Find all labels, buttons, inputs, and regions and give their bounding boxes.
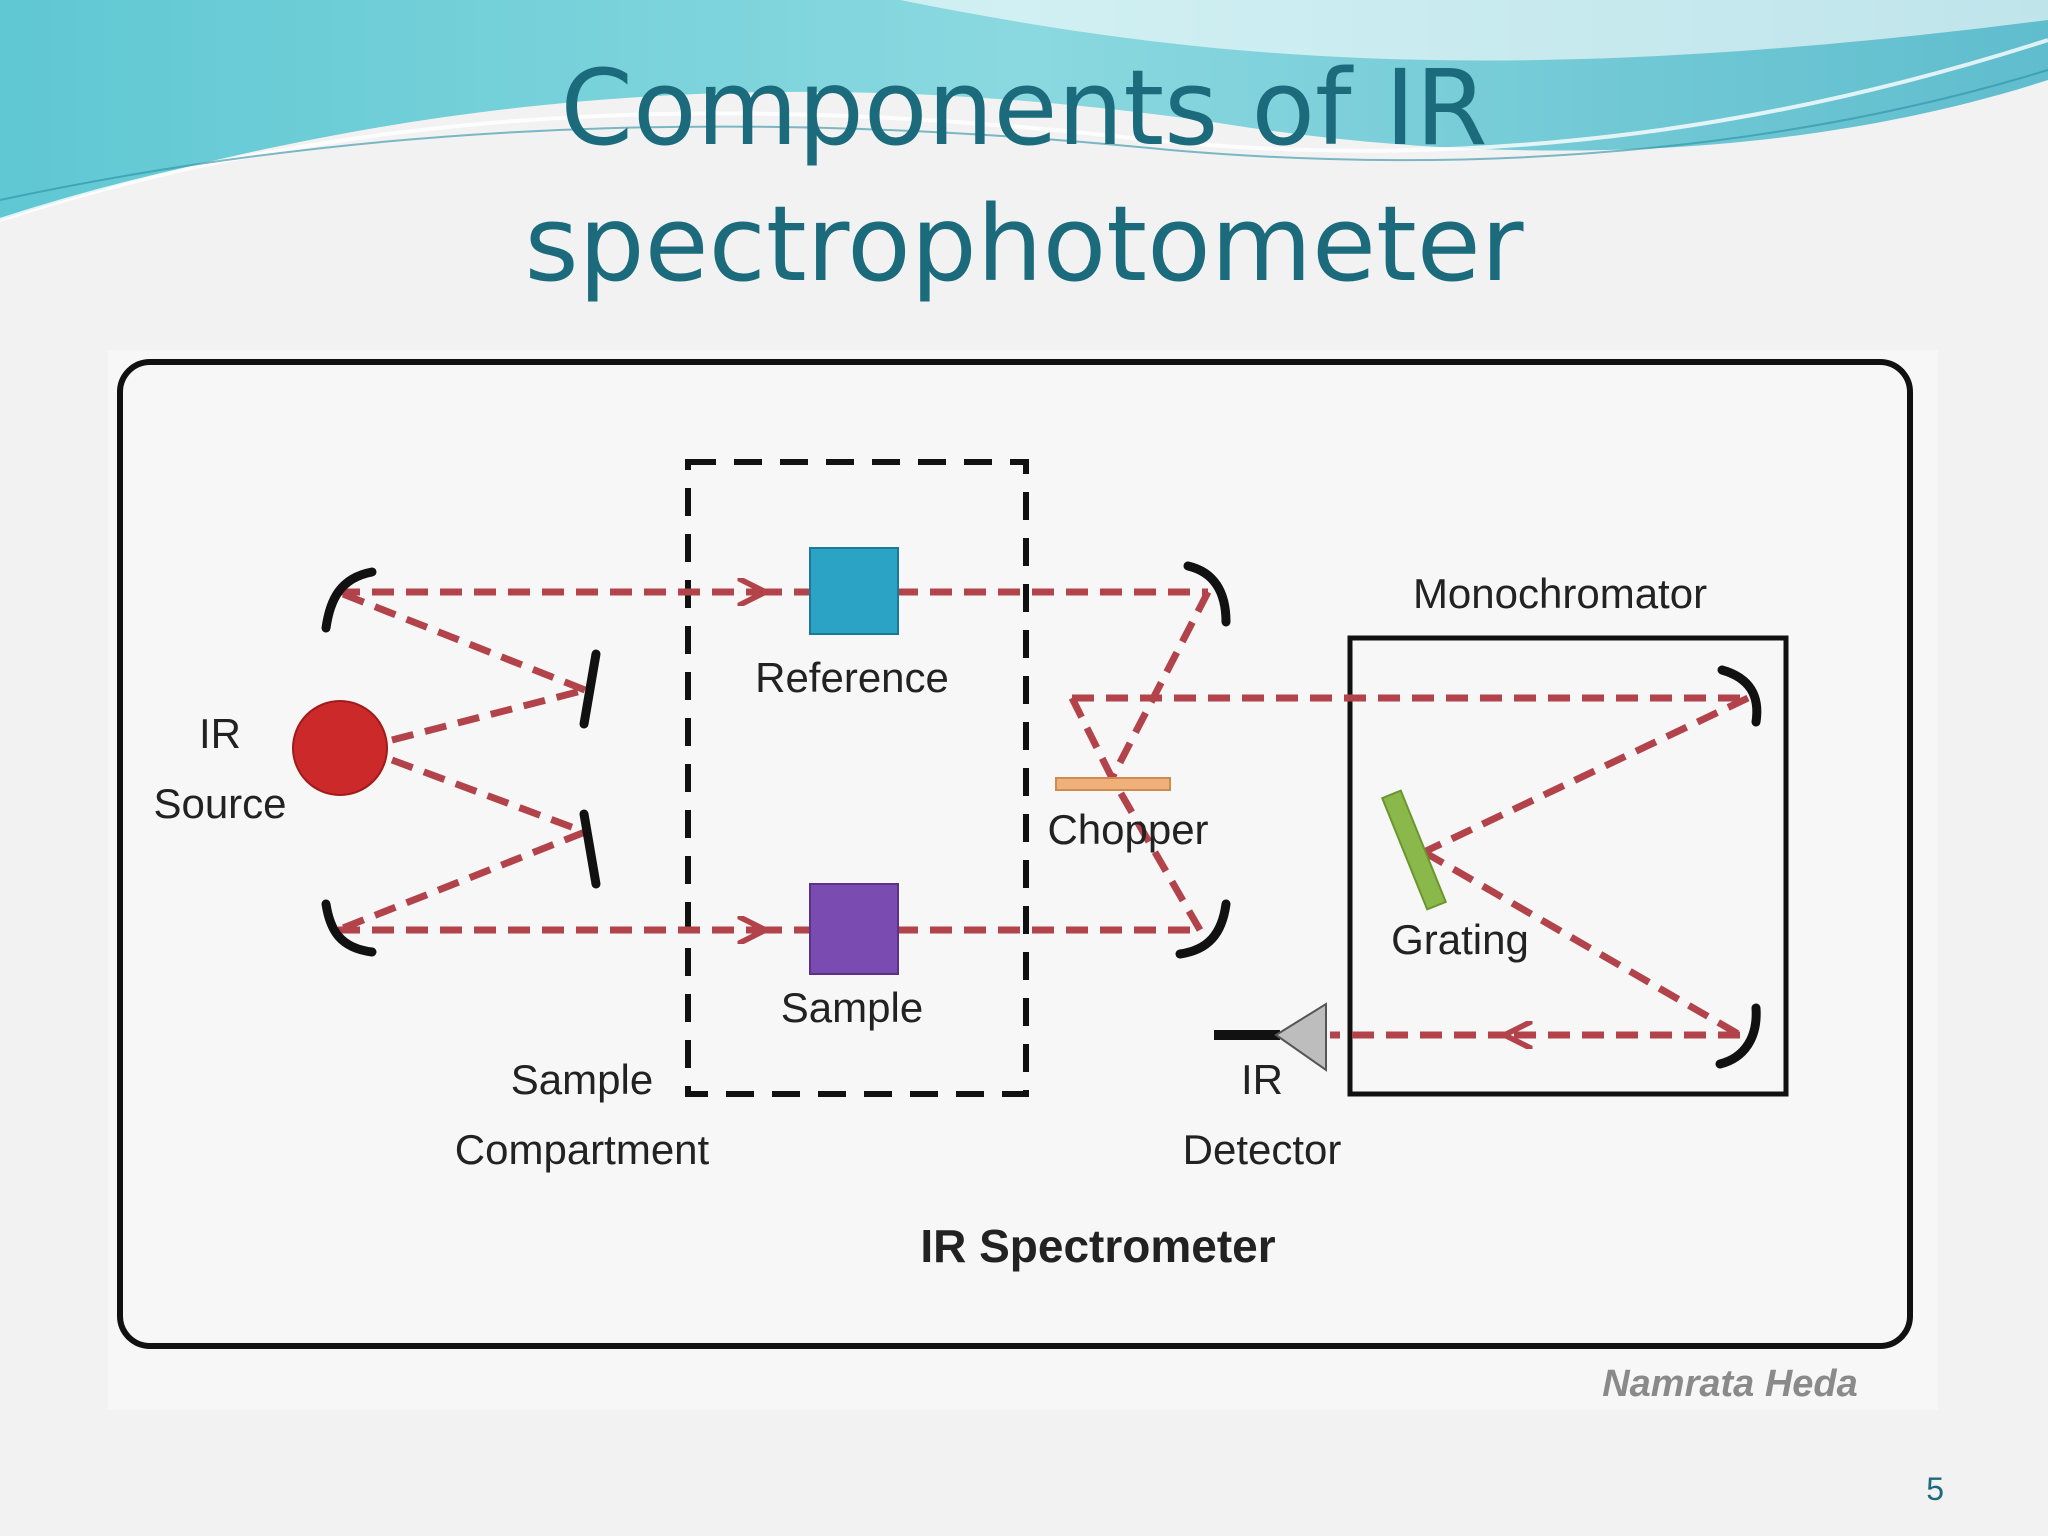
beam-lower-mirror-to-chopper	[1108, 776, 1204, 932]
monochromator-upper-mirror	[1717, 665, 1762, 727]
monochromator-box	[1347, 635, 1789, 1097]
slide-title: Components of IR spectrophotometer	[0, 40, 2048, 312]
beam-lower-flat-to-lower-curved-mirror	[336, 828, 587, 934]
ir-detector	[1214, 1002, 1327, 1072]
beam-upper-mirror-to-chopper	[1108, 590, 1212, 780]
label-monochromator: Monochromator	[1413, 570, 1707, 617]
beam-grating-to-exit-mirror	[1422, 848, 1742, 1039]
upper-flat-mirror	[579, 649, 601, 729]
sample-compartment-box	[685, 459, 1029, 1097]
upper-curved-mirror-right	[1183, 561, 1231, 627]
beam-chopper-to-entry	[1068, 696, 1116, 780]
beam-mono-mirror-to-grating	[1422, 694, 1750, 856]
lower-curved-mirror-right	[1175, 899, 1231, 959]
spectrometer-outline	[117, 359, 1913, 1349]
label-ir-source-line2: Source	[153, 780, 286, 827]
chopper	[1055, 777, 1171, 791]
label-chopper: Chopper	[1047, 806, 1208, 853]
reference-cell	[809, 547, 899, 635]
page-number: 5	[1926, 1471, 1944, 1507]
lower-curved-mirror-left	[321, 899, 377, 957]
slide-title-line2: spectrophotometer	[524, 183, 1524, 305]
label-ir-detector-line2: Detector	[1183, 1126, 1342, 1173]
header-wave-background	[0, 0, 2048, 222]
beam-source-to-lower-flat-mirror	[390, 756, 587, 836]
watermark: Namrata Heda	[1602, 1363, 1858, 1405]
label-sample: Sample	[781, 984, 923, 1031]
sample-cell	[809, 883, 899, 975]
mirrors	[321, 561, 1762, 1069]
label-grating: Grating	[1391, 916, 1529, 963]
upper-curved-mirror-left	[321, 567, 377, 633]
grating	[1380, 789, 1448, 911]
slide-title-line1: Components of IR	[560, 47, 1488, 169]
diagram-caption: IR Spectrometer	[920, 1220, 1275, 1272]
label-reference: Reference	[755, 654, 949, 701]
monochromator-lower-mirror	[1715, 1003, 1761, 1069]
beam-upper-flat-to-upper-curved-mirror	[336, 588, 587, 694]
label-ir-detector-line1: IR	[1241, 1056, 1283, 1103]
label-sample-compartment-line1: Sample	[511, 1056, 653, 1103]
label-ir-source-line1: IR	[199, 710, 241, 757]
label-sample-compartment-line2: Compartment	[455, 1126, 710, 1173]
ir-source	[292, 700, 388, 796]
lower-flat-mirror	[579, 809, 601, 889]
